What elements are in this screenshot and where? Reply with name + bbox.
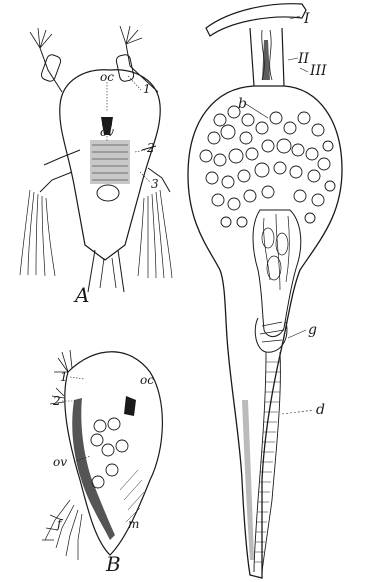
panel-b-label-f: f (56, 517, 64, 531)
panel-a-letter: A (73, 283, 89, 307)
panel-b-label-ov: ov (53, 455, 67, 469)
right-label-I: I (303, 11, 310, 27)
panel-a-label-3: 3 (151, 177, 159, 191)
panel-a-label-2: 2 (146, 141, 155, 155)
panel-a-label-1: 1 (143, 82, 151, 96)
panel-b-label-oc: oc (140, 373, 154, 387)
panel-a-label-oc: oc (100, 70, 114, 84)
panel-b-label-m: m (128, 517, 139, 531)
right-label-b: b (238, 96, 247, 112)
panel-a-drawing (20, 26, 172, 292)
right-label-II: II (297, 51, 310, 67)
right-label-g: g (308, 322, 317, 338)
panel-b-letter: B (105, 552, 121, 576)
panel-b-label-2: 2 (52, 394, 61, 408)
panel-b-label-1: 1 (60, 370, 68, 384)
panel-a-label-ov: ov (100, 125, 114, 139)
right-label-d: d (316, 402, 325, 418)
right-label-III: III (309, 63, 327, 79)
right-drawing (188, 4, 342, 578)
ova-cluster (200, 106, 335, 227)
